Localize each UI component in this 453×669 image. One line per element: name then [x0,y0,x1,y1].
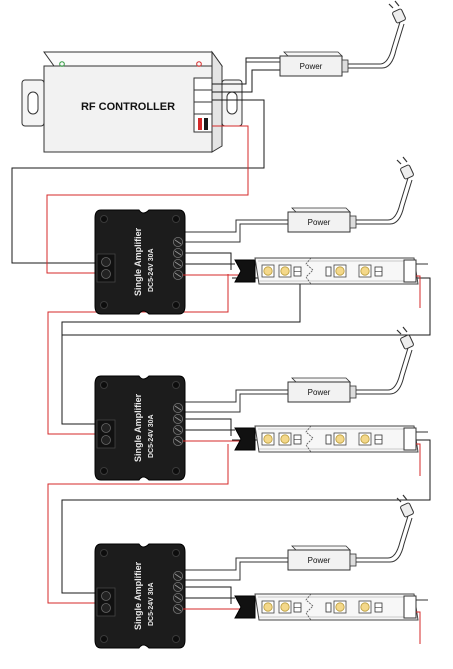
psu-dc-lead [180,389,288,403]
amplifier-name: Single Amplifier [133,227,143,296]
screw-icon [100,549,108,557]
psu-label: Power [308,218,331,227]
screw-icon [172,635,180,643]
psu-dc-lead [180,557,288,571]
psu-ac-cable [346,21,401,65]
amplifier-body [94,543,186,649]
ac-plug-icon [400,502,414,518]
screw-icon [172,301,180,309]
psu-ac-cable [354,347,409,391]
power-supply-2: Power [180,156,414,243]
screw-icon [172,215,180,223]
green-led-icon [59,61,65,67]
strip-jumper-red [416,611,421,644]
rf-controller: RF CONTROLLER [21,50,243,153]
single-amplifier-1: Single Amplifier DC5-24V 30A [94,209,241,315]
single-amplifier-3: Single Amplifier DC5-24V 30A [94,543,241,649]
strip-connector [234,259,256,283]
screw-icon [100,215,108,223]
led-strip-3 [234,593,428,644]
strip-connector [234,595,256,619]
led-strip-2 [234,425,428,476]
strip-end-cap [403,259,417,283]
strip-connector [234,427,256,451]
amplifier-body [94,375,186,481]
screw-icon [100,635,108,643]
strip-end-cap [403,595,417,619]
screw-icon [100,467,108,475]
psu-label: Power [308,388,331,397]
psu-dc-lead [180,219,288,233]
psu-ac-cable [354,515,409,559]
strip-end-cap [403,427,417,451]
controller-terminal-block [193,77,213,133]
ac-plug-icon [392,8,406,24]
amplifier-rating: DC5-24V 30A [148,248,155,292]
output-wire-black [183,252,232,270]
power-supply-3: Power [180,326,414,413]
amplifier-name: Single Amplifier [133,393,143,462]
psu-ac-cable [354,177,409,221]
screw-icon [172,549,180,557]
screw-icon [172,467,180,475]
amplifier-rating: DC5-24V 30A [148,582,155,626]
psu-label: Power [308,556,331,565]
resistor-icon [325,434,332,445]
psu-label: Power [300,62,323,71]
controller-title: RF CONTROLLER [81,101,175,113]
screw-icon [100,301,108,309]
amplifier-name: Single Amplifier [133,561,143,630]
red-led-icon [196,61,202,67]
power-supply-4: Power [180,494,414,581]
ac-plug-icon [400,334,414,350]
single-amplifier-2: Single Amplifier DC5-24V 30A [94,375,241,481]
screw-icon [100,381,108,389]
resistor-icon [325,602,332,613]
output-wire-black [183,586,232,604]
amplifier-rating: DC5-24V 30A [148,414,155,458]
amplifier-body [94,209,186,315]
strip-jumper-red [416,443,421,476]
led-strips [234,257,428,644]
led-strip-1 [234,257,428,308]
screw-icon [172,381,180,389]
resistor-icon [325,266,332,277]
power-supply-1: Power [246,0,406,77]
strip-jumper-red [416,275,421,308]
ac-plug-icon [400,164,414,180]
output-wire-black [183,418,232,436]
